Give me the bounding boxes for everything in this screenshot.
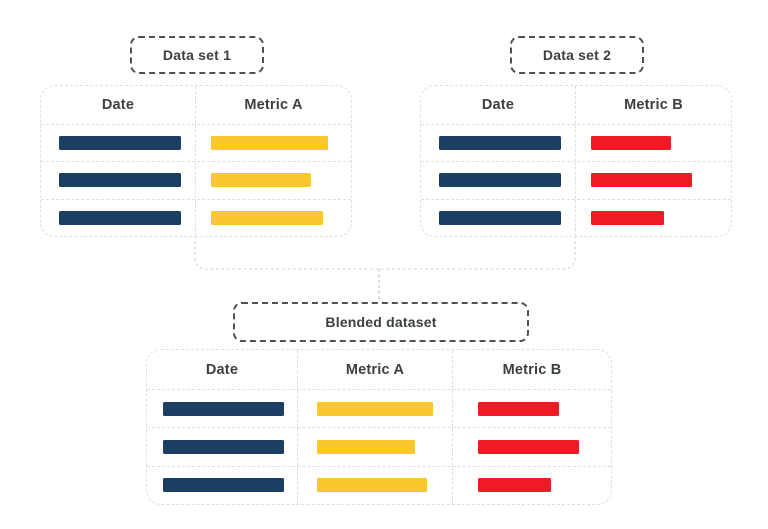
dataset2-col-header-date: Date [421,86,576,124]
dataset2-label-pill: Data set 2 [510,36,644,74]
blended-header-row: Date Metric A Metric B [147,350,611,389]
table-row [421,161,731,199]
table-row [41,124,351,162]
metric-a-bar [211,173,311,188]
blended-label-pill: Blended dataset [233,302,529,342]
date-bar [59,173,181,188]
table-row [421,124,731,162]
table-row [147,427,611,466]
metric-a-bar [211,210,323,225]
dataset1-label-text: Data set 1 [162,47,232,63]
metric-b-bar [478,439,579,454]
date-bar [59,210,181,225]
table-row [41,161,351,199]
dataset1-col-header-metric-a: Metric A [244,97,303,113]
table-row [41,198,351,236]
blended-col-header-metric-a: Metric A [298,350,453,389]
table-row [147,389,611,428]
blended-label-text: Blended dataset [325,314,437,330]
metric-b-bar [591,173,692,188]
date-bar [439,136,561,151]
metric-b-bar [478,401,559,416]
blended-table: Date Metric A Metric B [146,349,612,505]
metric-b-bar [591,136,671,151]
metric-a-bar [317,439,415,454]
dataset1-table: Date Metric A [40,85,352,237]
dataset1-header-row: Date Metric A [41,86,351,124]
table-row [147,465,611,504]
date-bar [439,210,561,225]
dataset2-table: Date Metric B [420,85,732,237]
date-bar [163,478,284,493]
dataset1-label-pill: Data set 1 [130,36,264,74]
date-bar [59,136,181,151]
dataset1-col-header-date: Date [41,86,196,124]
dataset2-label-text: Data set 2 [542,47,612,63]
dataset2-header-row: Date Metric B [421,86,731,124]
metric-a-bar [211,136,328,151]
metric-a-bar [317,401,433,416]
blended-col-header-date: Date [147,350,298,389]
date-bar [163,439,284,454]
blended-col-header-metric-b: Metric B [502,361,562,378]
dataset2-col-header-metric-b: Metric B [624,97,683,113]
table-row [421,198,731,236]
metric-a-bar [317,478,427,493]
date-bar [163,401,284,416]
metric-b-bar [591,210,664,225]
metric-b-bar [478,478,551,493]
date-bar [439,173,561,188]
merge-bracket-line [194,236,576,270]
